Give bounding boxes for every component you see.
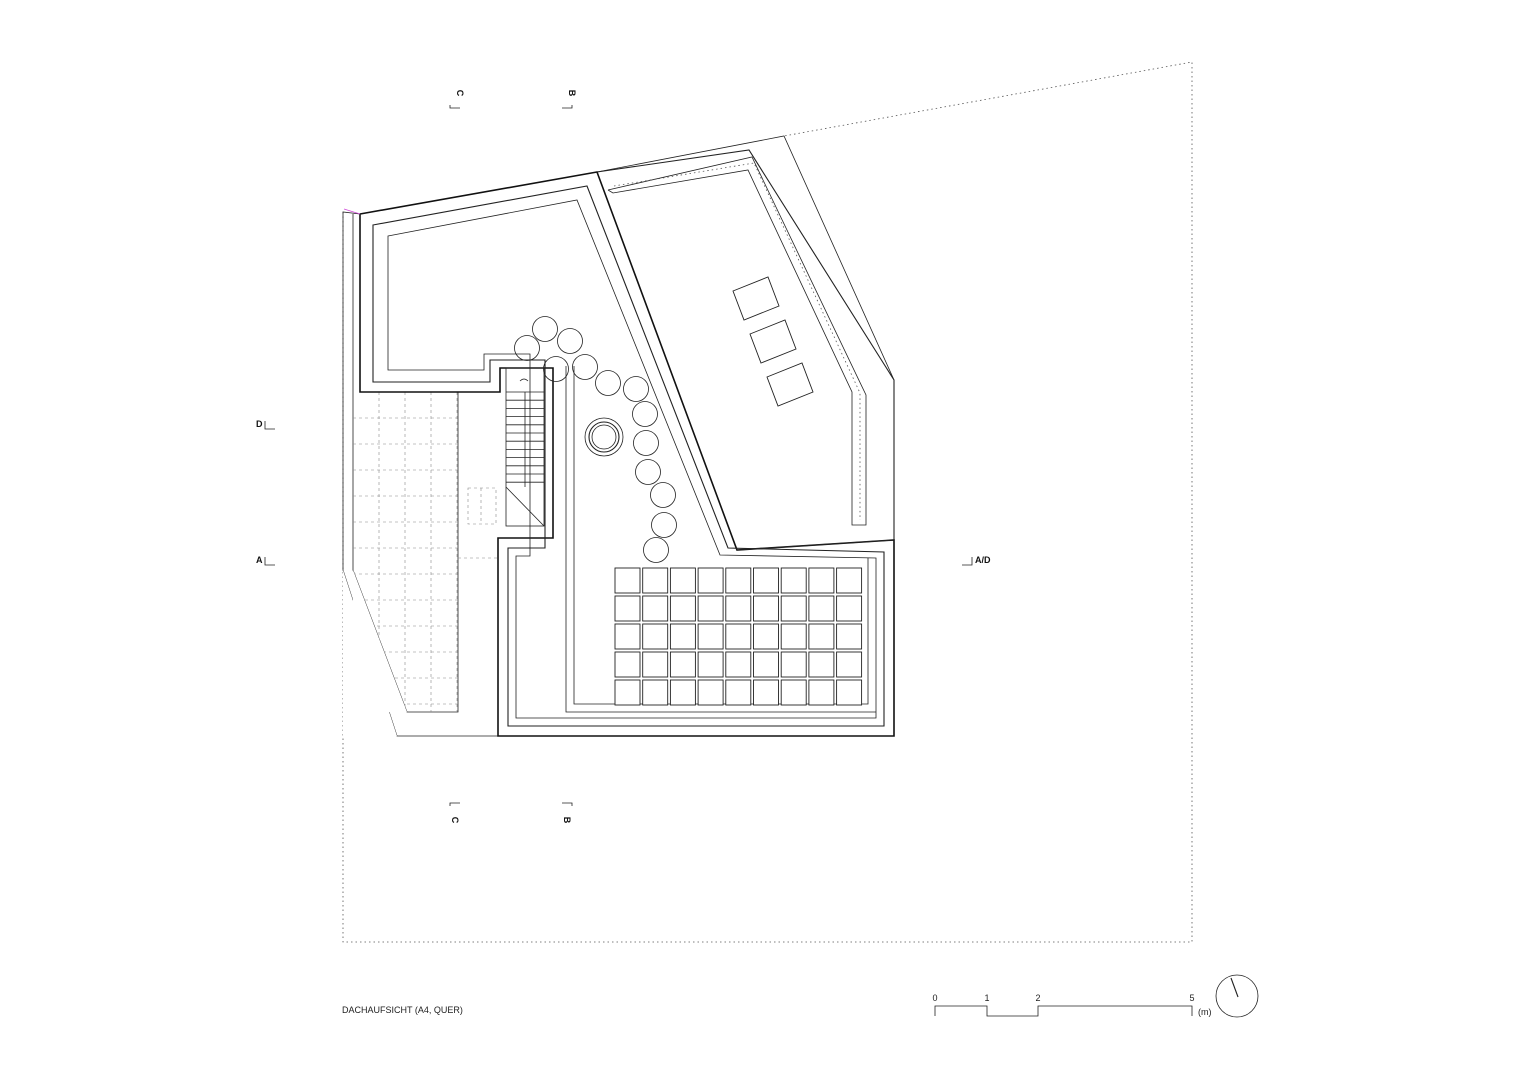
solar-panel [697,567,724,594]
planter-circle [557,328,583,354]
section-c-bottom: C [450,817,460,824]
paving-grid [343,392,458,736]
planter-circle [532,316,558,342]
solar-panel [836,595,863,622]
planter-circle [635,459,661,485]
drawing-title: DACHAUFSICHT (A4, QUER) [342,1005,463,1015]
scale-label-5: 5 [1189,993,1194,1003]
solar-panel [697,595,724,622]
north-arrow-icon [1215,974,1259,1018]
solar-panel [780,679,807,706]
solar-panel [836,679,863,706]
section-b-bottom: B [562,817,572,824]
solar-panel [836,623,863,650]
solar-panel [836,567,863,594]
paving-mask [353,570,407,712]
planter-circle [514,335,540,361]
planter-circle [595,370,621,396]
section-ad-right: A/D [975,555,991,565]
solar-panel [669,679,696,706]
solar-panel [808,651,835,678]
scale-label-1: 1 [984,993,989,1003]
scale-bar: 0 1 2 5 (m) [932,993,1211,1017]
solar-panel [725,595,752,622]
section-c-top: C [455,90,465,97]
solar-panel [836,651,863,678]
planter-circle [632,401,658,427]
scale-label-0: 0 [932,993,937,1003]
solar-panel [614,679,641,706]
solar-panel [780,595,807,622]
solar-panel [808,595,835,622]
section-markers: C B C B D A A/D [256,90,991,824]
skylights [732,276,814,407]
solar-panel [780,567,807,594]
scale-unit: (m) [1198,1007,1212,1017]
planter-circle [633,430,659,456]
solar-panel [725,679,752,706]
skylight-2 [749,319,797,364]
round-vent [584,417,624,457]
section-b-top: B [567,90,577,97]
solar-panel [669,595,696,622]
solar-panel [808,567,835,594]
planter-circle [623,376,649,402]
solar-panel [642,567,669,594]
solar-panel [614,595,641,622]
solar-panel [808,623,835,650]
skylight-3 [766,362,814,407]
solar-panel [614,623,641,650]
planter-circle [643,537,669,563]
skylight-1 [732,276,780,321]
solar-panel [669,623,696,650]
solar-panel [697,679,724,706]
solar-panel [697,651,724,678]
solar-panel [725,623,752,650]
solar-panel [780,651,807,678]
solar-panel [642,623,669,650]
solar-panel [642,595,669,622]
section-a-left: A [256,555,263,565]
scale-label-2: 2 [1035,993,1040,1003]
planter-circle [651,512,677,538]
solar-panel [753,567,779,594]
solar-panel [725,567,752,594]
solar-panel [753,623,779,650]
building-outline [359,171,895,737]
solar-panel [697,623,724,650]
solar-panel [753,679,779,706]
solar-panel [753,651,779,678]
solar-panel [642,679,669,706]
right-roof-strip [596,149,895,551]
solar-panel [669,567,696,594]
section-d-left: D [256,419,263,429]
solar-panel [725,651,752,678]
solar-panel [808,679,835,706]
staircase [505,367,545,527]
hidden-lines [458,487,498,559]
solar-panel [614,567,641,594]
planter-circle [543,356,569,382]
planter-circle [572,354,598,380]
solar-panels [614,567,863,706]
solar-panel [614,651,641,678]
corner-mark [343,208,361,215]
planter-circles [514,316,677,563]
solar-panel [780,623,807,650]
solar-panel [642,651,669,678]
planter-circle [650,482,676,508]
solar-panel [753,595,779,622]
solar-panel [669,651,696,678]
